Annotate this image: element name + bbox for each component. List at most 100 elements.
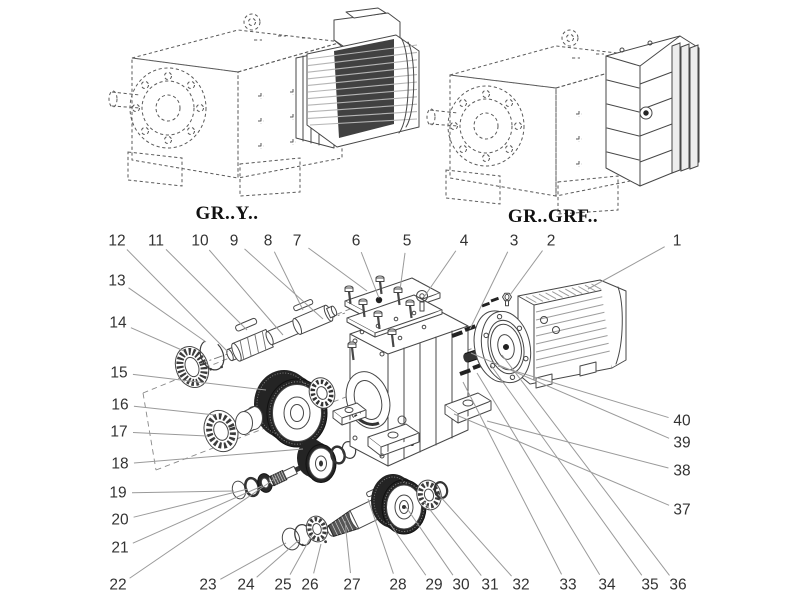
leader-line-31 — [423, 501, 482, 576]
part-ring-3 — [433, 481, 449, 499]
callout-8: 8 — [264, 233, 273, 250]
part-motor-flange — [473, 310, 532, 384]
callout-23: 23 — [199, 577, 216, 594]
callout-24: 24 — [237, 577, 255, 594]
leader-line-36 — [501, 354, 670, 576]
leader-line-23 — [220, 542, 287, 580]
callout-37: 37 — [673, 502, 690, 519]
part-ball-bearing-1 — [203, 409, 239, 453]
flange-bolt-marks — [450, 90, 522, 162]
callout-34: 34 — [598, 577, 616, 594]
leader-line-7 — [308, 247, 368, 292]
leader-line-39 — [470, 352, 670, 439]
leader-line-2 — [509, 250, 543, 296]
callout-1: 1 — [673, 233, 682, 250]
leader-line-32 — [437, 493, 512, 577]
callout-15: 15 — [110, 365, 127, 382]
callout-10: 10 — [191, 233, 209, 250]
leader-line-40 — [497, 365, 669, 419]
callout-19: 19 — [109, 485, 126, 502]
leader-line-6 — [360, 251, 380, 299]
assembled-view-gr-grf — [426, 29, 700, 215]
callout-22: 22 — [109, 577, 126, 594]
callout-26: 26 — [301, 577, 318, 594]
callout-28: 28 — [389, 577, 406, 594]
part-helical-gear-out — [371, 474, 427, 535]
callout-2: 2 — [547, 233, 556, 250]
leader-line-22 — [129, 477, 277, 579]
leader-line-11 — [165, 249, 248, 331]
leader-line-29 — [389, 523, 427, 576]
leader-line-26 — [313, 543, 322, 574]
assembled-view-gr-y — [108, 7, 420, 197]
part-motor — [517, 279, 627, 389]
part-input-shaft — [226, 304, 338, 362]
callout-29: 29 — [425, 577, 442, 594]
callout-11: 11 — [148, 233, 164, 250]
part-ring-2a — [330, 445, 346, 465]
callout-17: 17 — [110, 424, 127, 441]
leader-line-18 — [133, 448, 304, 464]
part-washer-out — [281, 527, 301, 551]
leader-line-1 — [587, 246, 665, 290]
leader-line-19 — [131, 490, 235, 494]
part-vent-screw — [502, 292, 512, 307]
callout-25: 25 — [274, 577, 291, 594]
callout-38: 38 — [673, 463, 690, 480]
leader-line-20 — [133, 488, 249, 518]
leader-line-17 — [132, 432, 208, 437]
part-housing — [332, 305, 492, 467]
part-circlip-input — [199, 339, 225, 371]
leader-line-9 — [244, 248, 324, 320]
callout-40: 40 — [673, 413, 691, 430]
leader-line-25 — [289, 534, 313, 575]
leader-line-38 — [486, 420, 669, 469]
leader-line-8 — [273, 251, 304, 311]
callout-32: 32 — [512, 577, 529, 594]
part-hex-bolts — [344, 275, 415, 361]
callout-14: 14 — [109, 315, 127, 332]
leader-line-30 — [405, 506, 454, 576]
callout-30: 30 — [452, 577, 470, 594]
part-plug — [375, 296, 383, 304]
callout-33: 33 — [559, 577, 576, 594]
callout-36: 36 — [669, 577, 686, 594]
model-label-gr-grf: GR..GRF.. — [508, 206, 598, 227]
leader-line-37 — [453, 413, 670, 506]
leader-line-33 — [462, 381, 563, 575]
callout-6: 6 — [352, 233, 361, 250]
callout-20: 20 — [111, 512, 129, 529]
leader-line-21 — [132, 485, 263, 544]
callout-35: 35 — [641, 577, 658, 594]
leader-line-5 — [399, 252, 406, 291]
leader-line-35 — [489, 363, 643, 576]
leader-line-15 — [132, 373, 267, 391]
part-ball-bearing-2 — [308, 377, 336, 409]
motor-fins — [307, 44, 418, 126]
leader-line-27 — [344, 520, 351, 574]
part-eye-bolt — [416, 290, 428, 312]
leader-line-3 — [469, 251, 509, 330]
leader-line-34 — [476, 372, 601, 576]
leader-line-12 — [126, 249, 229, 353]
callout-5: 5 — [403, 233, 412, 250]
callout-4: 4 — [460, 233, 469, 250]
callout-27: 27 — [343, 577, 360, 594]
callout-39: 39 — [673, 435, 690, 452]
housing-top-bolt-holes — [359, 310, 427, 341]
model-label-gr-y: GR..Y.. — [196, 203, 259, 224]
exploded-view — [142, 275, 627, 551]
callout-31: 31 — [481, 577, 498, 594]
callout-9: 9 — [230, 233, 239, 250]
callout-12: 12 — [108, 233, 125, 250]
leader-line-13 — [128, 287, 207, 343]
callout-21: 21 — [111, 540, 128, 557]
part-disc-gear-2 — [297, 439, 337, 483]
leader-line-16 — [133, 405, 216, 416]
leader-line-28 — [367, 498, 394, 574]
leader-line-4 — [423, 250, 457, 298]
callout-7: 7 — [293, 233, 302, 250]
part-spacer-sleeve — [235, 406, 263, 435]
part-gasket — [346, 294, 443, 338]
